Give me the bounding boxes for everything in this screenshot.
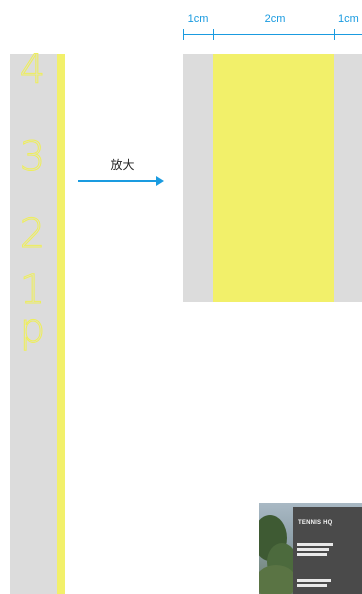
strip-number-2: 2 <box>19 211 46 257</box>
zoom-grey-left-band <box>183 54 213 302</box>
bush-shape <box>259 565 297 594</box>
zoom-yellow-band <box>213 54 334 302</box>
left-strip-grey-band <box>10 54 57 594</box>
zoom-label: 放大 <box>110 158 135 172</box>
sign-board: TENNIS HQ <box>293 507 362 594</box>
zoom-arrow-head-icon <box>156 176 164 186</box>
strip-number-4: 4 <box>19 47 46 93</box>
dimension-tick <box>213 29 214 40</box>
zoom-arrow-line <box>78 180 158 182</box>
photo-thumbnail: TENNIS HQ <box>259 503 362 594</box>
dim-label-right: 1cm <box>338 13 359 25</box>
sign-text-block <box>297 579 337 594</box>
strip-letter-p: p <box>19 306 46 352</box>
left-strip-yellow-band <box>57 54 65 594</box>
strip-number-1: 1 <box>19 267 46 313</box>
sign-text-block <box>297 543 337 561</box>
dim-label-left: 1cm <box>187 13 209 25</box>
dimension-tick <box>334 29 335 40</box>
dimension-tick <box>183 29 184 40</box>
dim-label-middle: 2cm <box>264 13 286 25</box>
strip-number-3: 3 <box>19 134 46 180</box>
sign-title: TENNIS HQ <box>298 520 333 526</box>
dimension-line <box>183 34 362 35</box>
zoom-grey-right-band <box>334 54 362 302</box>
